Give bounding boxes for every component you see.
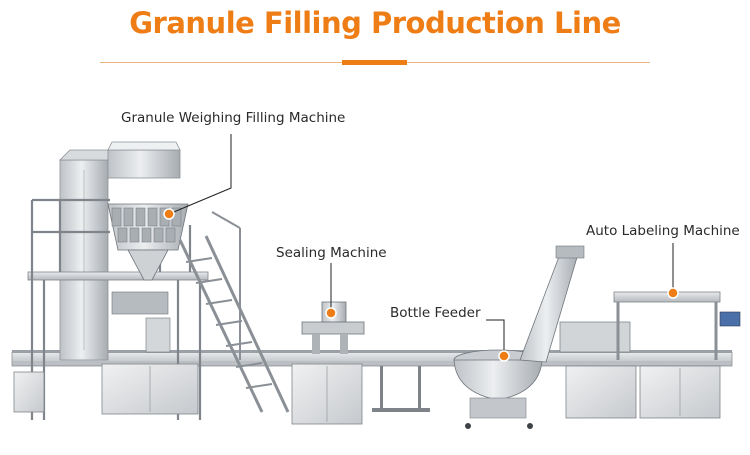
leader-weigher (168, 134, 232, 215)
filling-machine-cabinet (13, 363, 199, 415)
label-feeder: Bottle Feeder (390, 305, 481, 321)
label-sealer: Sealing Machine (276, 245, 387, 261)
marker-sealer (325, 307, 337, 319)
marker-labeler (667, 287, 679, 299)
bottle-feeder (453, 245, 585, 429)
title-divider-accent (342, 60, 407, 65)
weigher-tower (59, 141, 181, 361)
sealing-machine (291, 301, 365, 425)
leader-feeder (486, 319, 505, 356)
conveyor-belt (11, 350, 733, 412)
labeling-machine (559, 291, 741, 419)
callout-leaders (168, 134, 674, 356)
page-title: Granule Filling Production Line (129, 6, 621, 40)
platform-ladder (178, 211, 290, 413)
marker-weigher (163, 208, 175, 220)
label-labeler: Auto Labeling Machine (586, 223, 740, 239)
callout-markers (163, 208, 679, 362)
label-weigher: Granule Weighing Filling Machine (121, 110, 346, 126)
marker-feeder (498, 350, 510, 362)
